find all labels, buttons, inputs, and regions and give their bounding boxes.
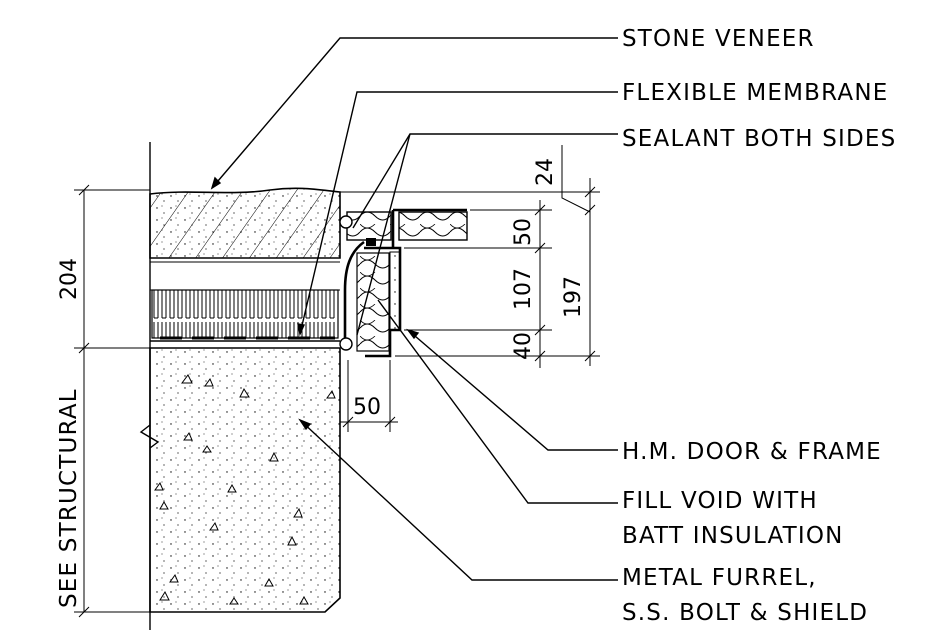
dim-204: 204 (57, 258, 82, 300)
leader-lines (210, 37, 618, 581)
label-metal-furrel-1: METAL FURREL, (622, 565, 817, 591)
label-fill-void-2: BATT INSULATION (622, 523, 844, 549)
label-hm-door-frame: H.M. DOOR & FRAME (622, 439, 882, 465)
dim-24: 24 (533, 158, 558, 186)
dim-50-top: 50 (511, 218, 536, 246)
label-sealant-both-sides: SEALANT BOTH SIDES (622, 126, 896, 152)
dim-197: 197 (561, 276, 586, 318)
dim-40: 40 (511, 332, 536, 360)
dimension-lines (74, 145, 600, 618)
flexible-membrane (150, 336, 340, 342)
label-fill-void-1: FILL VOID WITH (622, 488, 818, 514)
hm-door-frame (339, 208, 468, 358)
label-see-structural: SEE STRUCTURAL (56, 388, 82, 608)
dim-107: 107 (511, 268, 536, 310)
dim-50-bottom: 50 (353, 395, 381, 420)
label-stone-veneer: STONE VENEER (622, 26, 815, 52)
rigid-insulation (150, 289, 340, 339)
label-flexible-membrane: FLEXIBLE MEMBRANE (622, 80, 888, 106)
label-metal-furrel-2: S.S. BOLT & SHIELD (622, 600, 868, 626)
stone-veneer (149, 187, 341, 263)
concrete-structure (149, 347, 341, 613)
